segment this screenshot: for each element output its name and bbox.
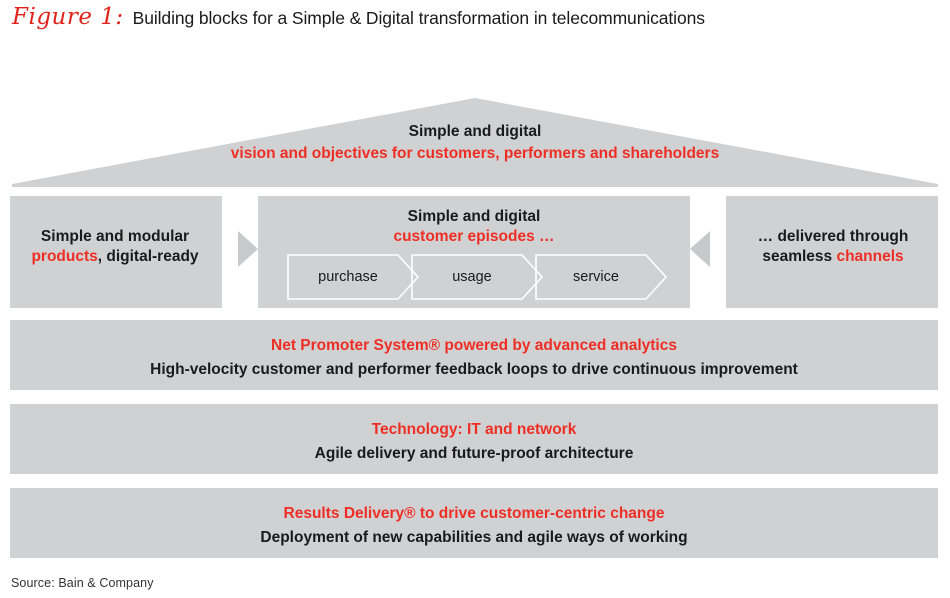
arrow-right-icon (238, 231, 258, 267)
right-block-line-2-rest: seamless (762, 248, 837, 266)
foundation-bar-1-text: Technology: IT and network Agile deliver… (10, 420, 938, 465)
figure-title-bar: Figure 1: Building blocks for a Simple &… (12, 4, 942, 38)
right-block-keyword: channels (836, 248, 904, 266)
right-block-line-1: … delivered through (757, 228, 909, 245)
foundation-bar-2-title: Results Delivery® to drive customer-cent… (283, 505, 665, 522)
arrow-left-icon (690, 231, 710, 267)
foundation-bar-2-subtitle: Deployment of new capabilities and agile… (260, 529, 688, 547)
foundation-bar-0-title: Net Promoter System® powered by advanced… (271, 337, 677, 354)
foundation-bar-0-text: Net Promoter System® powered by advanced… (10, 336, 938, 381)
left-block-line-1: Simple and modular (40, 228, 190, 245)
left-block-line-2: products, digital-ready (10, 247, 220, 267)
foundation-bar-0-subtitle: High-velocity customer and performer fee… (150, 361, 798, 379)
roof-line-2: vision and objectives for customers, per… (230, 145, 720, 163)
foundation-bar-1-title: Technology: IT and network (371, 421, 577, 438)
right-block-text-group: … delivered through seamless channels (728, 227, 938, 268)
page-title: Building blocks for a Simple & Digital t… (132, 8, 705, 28)
center-block-text-group: Simple and digital customer episodes … (258, 207, 690, 248)
center-block-line-2: customer episodes … (393, 228, 555, 246)
source-note: Source: Bain & Company (11, 576, 154, 590)
episode-label-purchase[interactable]: purchase (318, 269, 378, 285)
center-block-line-1: Simple and digital (407, 208, 541, 225)
right-block-line-2: seamless channels (728, 247, 938, 267)
episode-label-usage[interactable]: usage (452, 269, 492, 285)
foundation-bar-2-text: Results Delivery® to drive customer-cent… (10, 504, 938, 549)
left-block-text-group: Simple and modular products, digital-rea… (10, 227, 220, 268)
figure-number-label: Figure 1: (12, 4, 124, 30)
episode-label-service[interactable]: service (573, 269, 619, 285)
foundation-bar-1-subtitle: Agile delivery and future-proof architec… (314, 445, 634, 463)
left-block-keyword: products (31, 248, 98, 266)
roof-text-group: Simple and digital vision and objectives… (0, 122, 950, 167)
roof-line-1: Simple and digital (408, 123, 542, 140)
left-block-line-2-rest: , digital-ready (97, 248, 199, 266)
